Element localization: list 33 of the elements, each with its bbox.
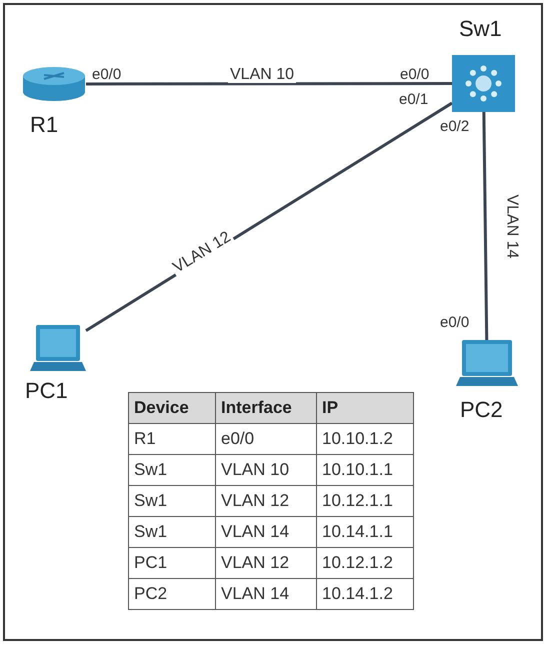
table-cell: e0/0 — [216, 424, 316, 454]
table-cell: VLAN 14 — [216, 516, 316, 548]
edge-label: VLAN 10 — [228, 66, 296, 83]
port-label: e0/2 — [440, 118, 470, 135]
table-cell: Sw1 — [128, 516, 216, 548]
table-cell: R1 — [128, 424, 216, 454]
table-cell: 10.14.1.1 — [316, 516, 414, 548]
table-header: Device — [128, 392, 216, 424]
device-name: PC1 — [25, 378, 68, 404]
table-header: Interface — [216, 392, 316, 424]
table-cell: VLAN 14 — [216, 578, 316, 610]
table-cell: VLAN 10 — [216, 454, 316, 486]
port-label: e0/0 — [92, 66, 122, 83]
table-cell: 10.10.1.1 — [316, 454, 414, 486]
table-cell: 10.12.1.2 — [316, 548, 414, 578]
port-label: e0/1 — [399, 91, 428, 108]
network-link — [482, 112, 488, 340]
table-cell: Sw1 — [128, 486, 216, 516]
table-cell: VLAN 12 — [216, 486, 316, 516]
network-link — [86, 82, 452, 86]
device-name: R1 — [30, 112, 58, 138]
table-cell: PC2 — [128, 578, 216, 610]
table-cell: VLAN 12 — [216, 548, 316, 578]
table-cell: PC1 — [128, 548, 216, 578]
device-name: Sw1 — [459, 16, 502, 42]
table-cell: 10.10.1.2 — [316, 424, 414, 454]
table-cell: 10.14.1.2 — [316, 578, 414, 610]
table-cell: Sw1 — [128, 454, 216, 486]
table-cell: 10.12.1.1 — [316, 486, 414, 516]
device-name: PC2 — [460, 397, 503, 423]
port-label: e0/0 — [400, 66, 430, 83]
port-label: e0/0 — [440, 314, 470, 331]
table-header: IP — [316, 392, 414, 424]
